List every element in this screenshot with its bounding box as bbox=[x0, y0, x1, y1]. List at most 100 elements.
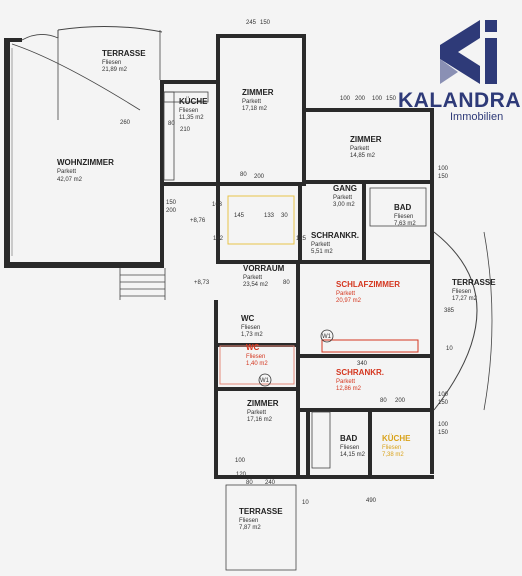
svg-text:7,38 m2: 7,38 m2 bbox=[382, 452, 404, 458]
svg-text:80: 80 bbox=[283, 280, 290, 286]
svg-text:100: 100 bbox=[438, 422, 449, 428]
svg-text:125: 125 bbox=[296, 236, 307, 242]
svg-text:Parkett: Parkett bbox=[336, 291, 355, 297]
dimension-labels: 245 150 100 200 100 150 80 210 260 100 1… bbox=[120, 20, 455, 506]
svg-text:+8,76: +8,76 bbox=[190, 218, 206, 224]
svg-text:Parkett: Parkett bbox=[242, 99, 261, 105]
svg-text:23,54 m2: 23,54 m2 bbox=[243, 282, 269, 288]
svg-text:150: 150 bbox=[260, 20, 271, 26]
svg-text:WC: WC bbox=[241, 314, 255, 323]
svg-text:WC: WC bbox=[246, 343, 260, 352]
svg-text:200: 200 bbox=[254, 174, 265, 180]
svg-text:ZIMMER: ZIMMER bbox=[247, 399, 279, 408]
svg-text:TERRASSE: TERRASSE bbox=[452, 278, 496, 287]
svg-text:210: 210 bbox=[180, 127, 191, 133]
svg-text:Fliesen: Fliesen bbox=[246, 354, 265, 360]
svg-text:SCHRANKR.: SCHRANKR. bbox=[311, 231, 359, 240]
svg-text:11,35 m2: 11,35 m2 bbox=[179, 115, 204, 121]
svg-text:Parkett: Parkett bbox=[350, 146, 369, 152]
svg-text:5,51 m2: 5,51 m2 bbox=[311, 249, 333, 255]
svg-text:100: 100 bbox=[340, 96, 351, 102]
svg-text:340: 340 bbox=[357, 361, 368, 367]
svg-text:Fliesen: Fliesen bbox=[340, 445, 359, 451]
svg-text:142: 142 bbox=[213, 236, 224, 242]
svg-text:Fliesen: Fliesen bbox=[241, 325, 260, 331]
svg-text:ZIMMER: ZIMMER bbox=[242, 88, 274, 97]
svg-text:ZIMMER: ZIMMER bbox=[350, 135, 382, 144]
svg-text:80: 80 bbox=[168, 121, 175, 127]
svg-text:21,89 m2: 21,89 m2 bbox=[102, 67, 128, 73]
svg-text:Fliesen: Fliesen bbox=[452, 289, 471, 295]
svg-text:SCHLAFZIMMER: SCHLAFZIMMER bbox=[336, 280, 400, 289]
svg-text:VORRAUM: VORRAUM bbox=[243, 264, 285, 273]
svg-text:200: 200 bbox=[355, 96, 366, 102]
svg-text:Parkett: Parkett bbox=[247, 410, 266, 416]
svg-text:240: 240 bbox=[265, 480, 276, 486]
svg-text:W1: W1 bbox=[260, 378, 270, 384]
svg-text:150: 150 bbox=[166, 200, 177, 206]
svg-text:150: 150 bbox=[438, 174, 449, 180]
svg-text:30: 30 bbox=[281, 213, 288, 219]
svg-text:Fliesen: Fliesen bbox=[179, 108, 198, 114]
room-name: TERRASSE bbox=[102, 49, 146, 58]
room-labels: TERRASSE Fliesen 21,89 m2 KÜCHE Fliesen … bbox=[57, 49, 496, 531]
svg-text:200: 200 bbox=[166, 208, 177, 214]
svg-text:1,40 m2: 1,40 m2 bbox=[246, 361, 268, 367]
svg-text:1,73 m2: 1,73 m2 bbox=[241, 332, 263, 338]
svg-text:10: 10 bbox=[302, 500, 309, 506]
svg-text:Fliesen: Fliesen bbox=[239, 518, 258, 524]
svg-text:163: 163 bbox=[212, 202, 223, 208]
svg-text:490: 490 bbox=[366, 498, 377, 504]
svg-text:80: 80 bbox=[380, 398, 387, 404]
svg-text:20,97 m2: 20,97 m2 bbox=[336, 298, 362, 304]
svg-text:Parkett: Parkett bbox=[57, 169, 76, 175]
walls bbox=[4, 34, 434, 571]
svg-text:Parkett: Parkett bbox=[243, 275, 262, 281]
svg-text:80: 80 bbox=[240, 172, 247, 178]
svg-text:SCHRANKR.: SCHRANKR. bbox=[336, 368, 384, 377]
svg-text:Fliesen: Fliesen bbox=[102, 60, 121, 66]
svg-text:145: 145 bbox=[234, 213, 245, 219]
svg-text:133: 133 bbox=[264, 213, 275, 219]
svg-text:100: 100 bbox=[235, 458, 246, 464]
svg-text:Parkett: Parkett bbox=[311, 242, 330, 248]
svg-text:385: 385 bbox=[444, 308, 455, 314]
kalandra-logo-icon bbox=[440, 20, 497, 84]
svg-text:150: 150 bbox=[438, 400, 449, 406]
svg-text:100: 100 bbox=[372, 96, 383, 102]
svg-text:14,15 m2: 14,15 m2 bbox=[340, 452, 366, 458]
svg-text:WOHNZIMMER: WOHNZIMMER bbox=[57, 158, 114, 167]
brand-name: KALANDRA bbox=[398, 89, 521, 112]
svg-text:7,87 m2: 7,87 m2 bbox=[239, 525, 261, 531]
svg-text:GANG: GANG bbox=[333, 184, 357, 193]
svg-text:17,18 m2: 17,18 m2 bbox=[242, 106, 268, 112]
svg-text:KÜCHE: KÜCHE bbox=[382, 434, 411, 443]
svg-text:7,63 m2: 7,63 m2 bbox=[394, 221, 416, 227]
svg-text:12,86 m2: 12,86 m2 bbox=[336, 386, 362, 392]
svg-text:Parkett: Parkett bbox=[336, 379, 355, 385]
svg-text:100: 100 bbox=[438, 392, 449, 398]
brand-subtitle: Immobilien bbox=[450, 111, 504, 123]
svg-text:Fliesen: Fliesen bbox=[394, 214, 413, 220]
svg-text:W1: W1 bbox=[322, 334, 332, 340]
svg-text:10: 10 bbox=[446, 346, 453, 352]
svg-text:150: 150 bbox=[386, 96, 397, 102]
svg-text:100: 100 bbox=[438, 166, 449, 172]
svg-text:BAD: BAD bbox=[340, 434, 358, 443]
svg-text:245: 245 bbox=[246, 20, 257, 26]
svg-text:42,07 m2: 42,07 m2 bbox=[57, 177, 83, 183]
svg-text:Parkett: Parkett bbox=[333, 195, 352, 201]
svg-text:14,85 m2: 14,85 m2 bbox=[350, 153, 376, 159]
svg-text:+8,73: +8,73 bbox=[194, 280, 210, 286]
svg-text:260: 260 bbox=[120, 120, 131, 126]
svg-text:200: 200 bbox=[395, 398, 406, 404]
svg-text:120: 120 bbox=[236, 472, 247, 478]
svg-text:TERRASSE: TERRASSE bbox=[239, 507, 283, 516]
stairs bbox=[119, 268, 166, 300]
svg-text:BAD: BAD bbox=[394, 203, 412, 212]
svg-text:17,27 m2: 17,27 m2 bbox=[452, 296, 478, 302]
svg-text:Fliesen: Fliesen bbox=[382, 445, 401, 451]
svg-text:17,16 m2: 17,16 m2 bbox=[247, 417, 273, 423]
